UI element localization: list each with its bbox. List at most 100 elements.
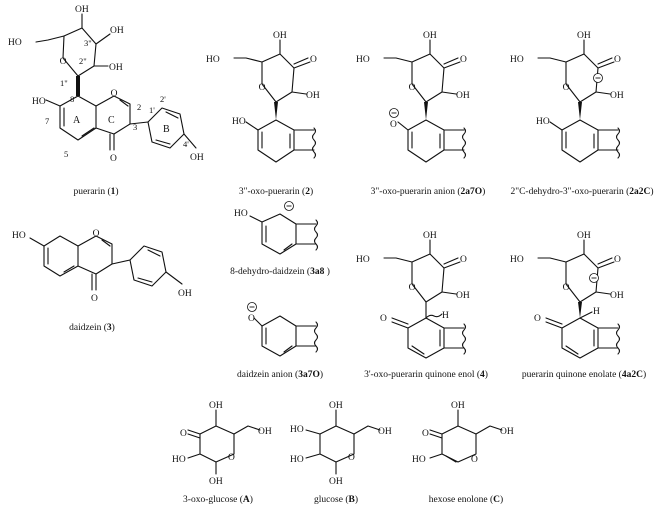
position-3pp: 3" [84, 38, 92, 48]
atom-oh: OH [329, 477, 343, 487]
atom-ho: HO [234, 209, 248, 219]
atom-oh: OH [610, 91, 624, 101]
atom-o: O [460, 55, 467, 65]
atom-oh: OH [273, 31, 287, 41]
structure-dehydro-oxo-puerarin: O HO OH O OH HO 2"C-dehydro-3"-oxo-puera… [510, 31, 654, 197]
atom-oh: OH [178, 289, 192, 299]
atom-o: O [91, 294, 98, 304]
ring-label-b: B [163, 124, 170, 135]
atom-o: O [460, 255, 467, 265]
atom-oh: OH [110, 26, 124, 36]
atom-oh: OH [190, 153, 204, 163]
atom-o: O [228, 453, 235, 463]
atom-o: O [180, 429, 187, 439]
atom-o: O [259, 83, 266, 93]
atom-oh: OH [456, 91, 470, 101]
atom-ho: HO [510, 55, 524, 65]
position-1pp: 1" [60, 78, 68, 88]
structure-quinone-enolate: O HO OH O OH H O puerarin quinone enolat… [510, 231, 646, 380]
atom-o: O [60, 57, 67, 67]
atom-h: H [593, 307, 600, 317]
position-5: 5 [64, 149, 68, 159]
structure-oxo-puerarin: O HO OH O OH HO 3"-oxo-puerarin (2) [206, 31, 320, 197]
ring-label-a: A [73, 115, 81, 126]
atom-o: O [111, 89, 118, 99]
atom-ho: HO [12, 231, 26, 241]
atom-o: O [614, 255, 621, 265]
atom-ho: HO [206, 55, 220, 65]
caption-puerarin: puerarin (1) [73, 186, 118, 197]
caption-quinone-enol: 3'-oxo-puerarin quinone enol (4) [364, 369, 488, 380]
caption-oxo-glucose: 3-oxo-glucose (A) [183, 494, 253, 505]
position-2: 2 [137, 102, 141, 112]
atom-o: O [348, 453, 355, 463]
atom-ho: HO [232, 117, 246, 127]
atom-o: O [614, 55, 621, 65]
atom-oh: OH [209, 401, 223, 411]
atom-ho: HO [290, 425, 304, 435]
atom-oh: OH [329, 401, 343, 411]
atom-o: O [409, 283, 416, 293]
position-7: 7 [45, 116, 49, 126]
atom-o: O [93, 229, 100, 239]
caption-hexose-enolone: hexose enolone (C) [429, 494, 503, 505]
atom-o: O [110, 154, 117, 164]
caption-dehydro-oxo-puerarin: 2"C-dehydro-3"-oxo-puerarin (2a2C) [510, 186, 653, 197]
structure-daidzein: HO O O OH daidzein (3) [12, 229, 192, 333]
atom-oh: OH [109, 63, 123, 73]
ring-label-c: C [108, 115, 115, 126]
atom-o: O [471, 455, 478, 465]
atom-o: O [563, 83, 570, 93]
position-2pp: 2" [79, 56, 87, 66]
atom-ho: HO [536, 117, 550, 127]
atom-oh: OH [610, 291, 624, 301]
position-1p: 1' [149, 105, 155, 115]
atom-o: O [390, 120, 397, 130]
atom-ho: HO [290, 455, 304, 465]
structure-hexose-enolone: O OH OH O HO hexose enolone (C) [412, 401, 514, 505]
atom-ho: HO [510, 255, 524, 265]
atom-o: O [380, 314, 387, 324]
structure-dehydro-daidzein: HO 8-dehydro-daidzein (3a8 ) [230, 201, 330, 277]
atom-oh: OH [209, 477, 223, 487]
atom-oh: OH [500, 427, 514, 437]
caption-glucose: glucose (B) [314, 494, 358, 505]
atom-oh: OH [456, 291, 470, 301]
atom-ho: HO [8, 38, 22, 48]
atom-o: O [534, 314, 541, 324]
structure-oxo-puerarin-anion: O HO OH O OH O 3"-oxo-puerarin anion (2a… [356, 31, 485, 197]
atom-o: O [422, 429, 429, 439]
atom-o: O [310, 55, 317, 65]
caption-dehydro-daidzein: 8-dehydro-daidzein (3a8 ) [230, 266, 330, 277]
structure-quinone-enol: O HO OH O OH H O 3'-oxo-puerarin quinone… [356, 231, 488, 380]
caption-daidzein-anion: daidzein anion (3a7O) [237, 369, 323, 380]
atom-ho: HO [32, 97, 46, 107]
structure-glucose: HO OH OH O HO OH glucose (B) [290, 401, 392, 505]
caption-oxo-puerarin-anion: 3"-oxo-puerarin anion (2a7O) [371, 186, 486, 197]
caption-daidzein: daidzein (3) [69, 322, 115, 333]
atom-ho: HO [412, 455, 426, 465]
structure-daidzein-anion: O daidzein anion (3a7O) [237, 302, 323, 380]
atom-oh: OH [451, 401, 465, 411]
atom-oh: OH [577, 231, 591, 241]
atom-oh: OH [75, 5, 89, 15]
position-3: 3 [133, 122, 137, 132]
atom-oh: OH [423, 231, 437, 241]
caption-quinone-enolate: puerarin quinone enolate (4a2C) [522, 369, 646, 380]
atom-ho: HO [356, 255, 370, 265]
atom-o: O [248, 314, 255, 324]
structure-puerarin: O HO OH OH OH HO O O OH A C B 2 3 5 7 8 … [8, 5, 204, 197]
atom-ho: HO [356, 55, 370, 65]
atom-h: H [442, 311, 449, 321]
atom-ho: HO [172, 455, 186, 465]
position-8: 8 [70, 94, 74, 104]
atom-o: O [563, 283, 570, 293]
atom-oh: OH [306, 91, 320, 101]
atom-oh: OH [577, 31, 591, 41]
caption-oxo-puerarin: 3"-oxo-puerarin (2) [239, 186, 313, 197]
atom-oh: OH [378, 427, 392, 437]
position-2p: 2' [160, 94, 166, 104]
atom-o: O [409, 83, 416, 93]
